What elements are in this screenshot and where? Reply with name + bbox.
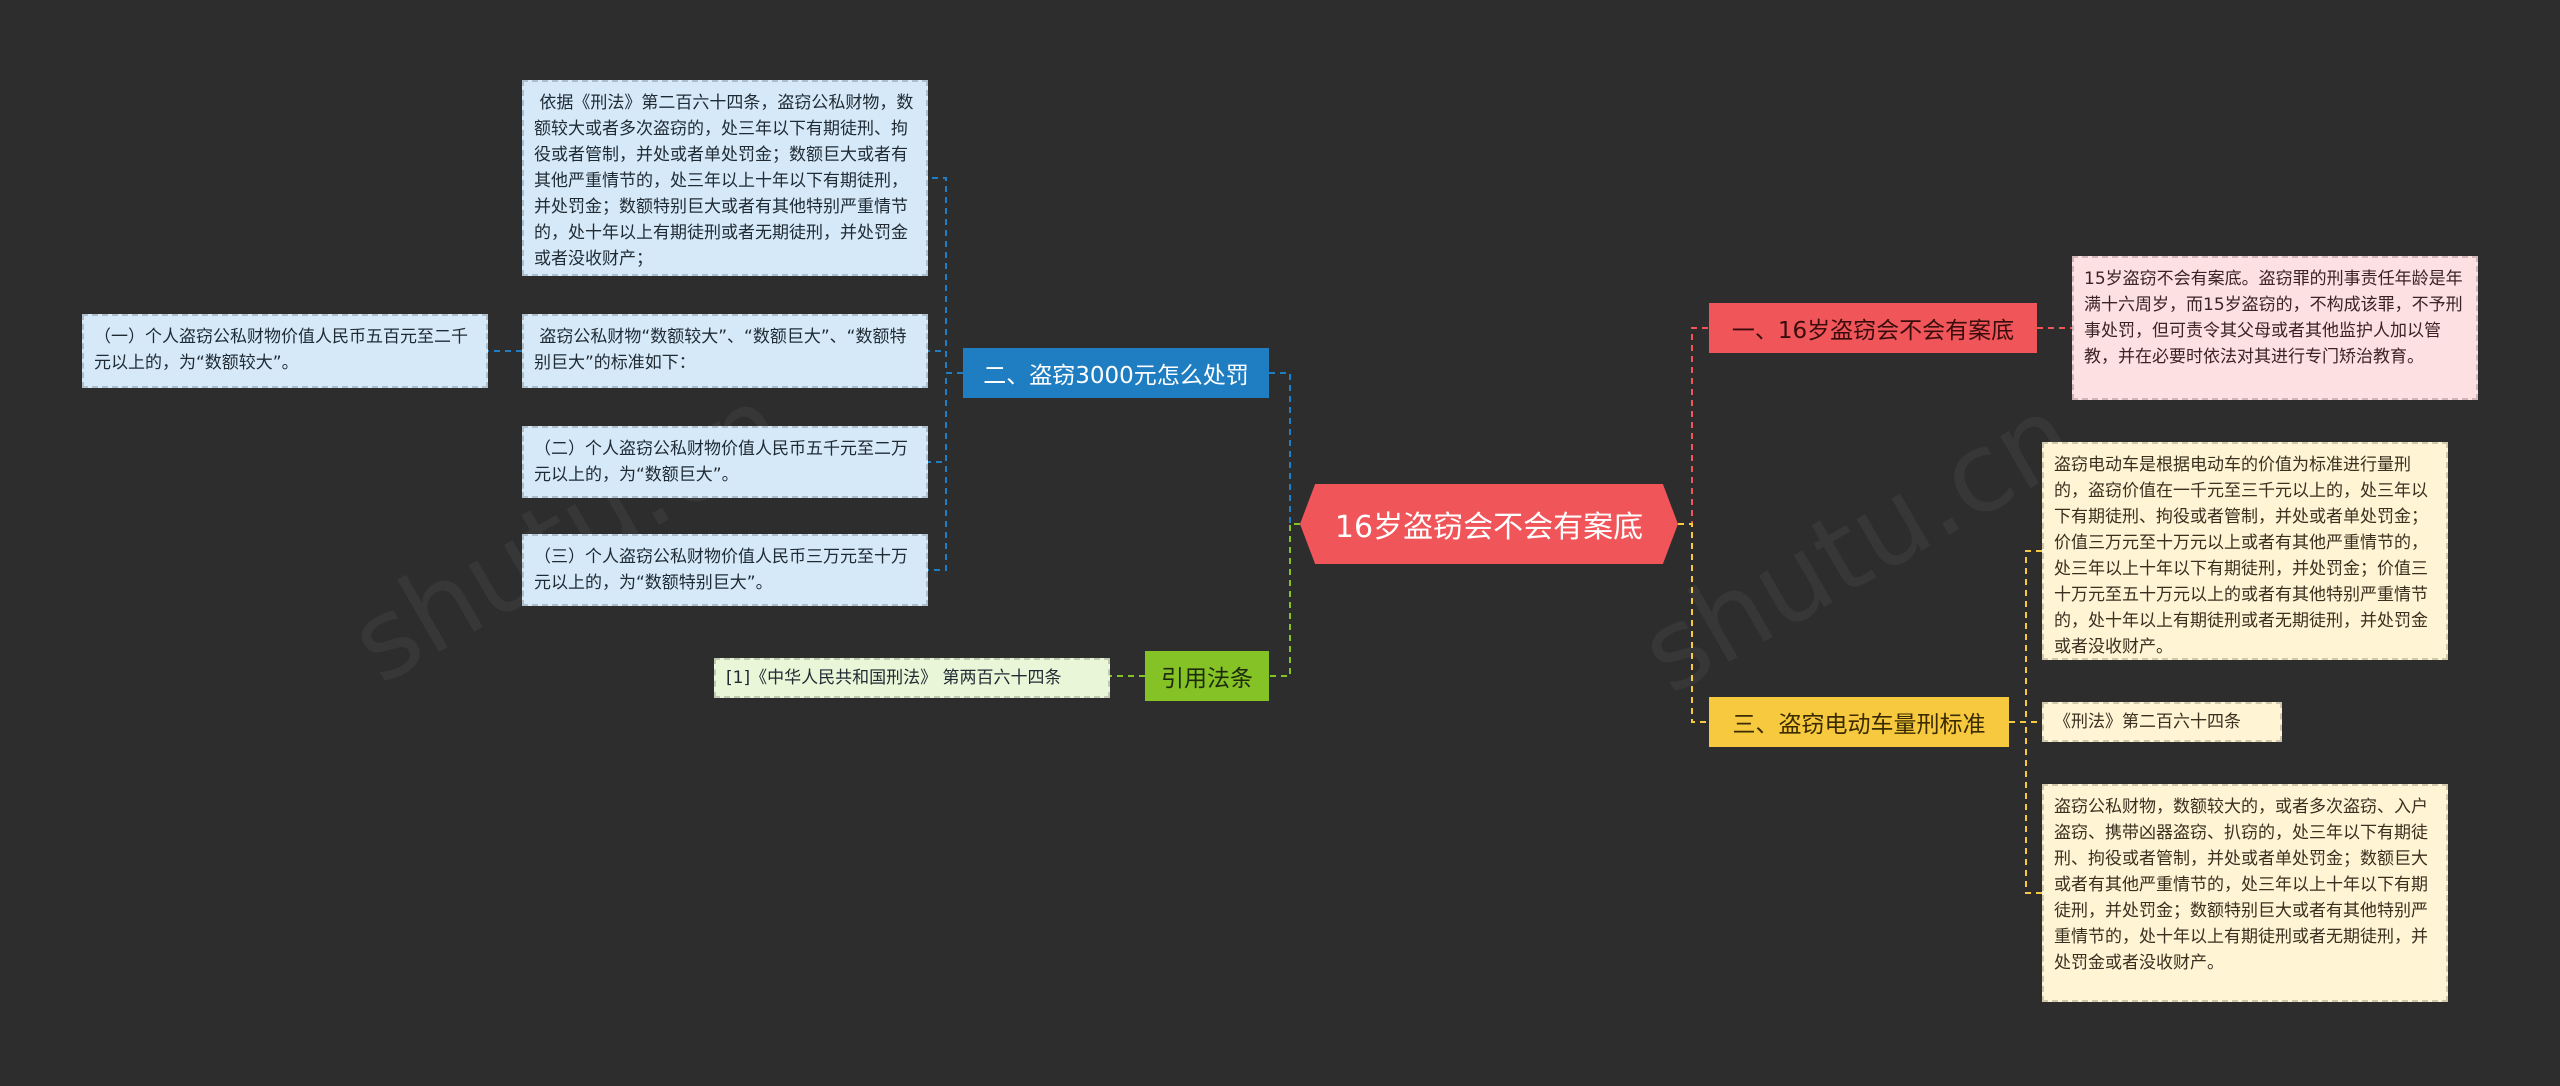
branch-citations-label: 引用法条 xyxy=(1161,666,1253,692)
leaf-ebike-theft-provision[interactable]: 盗窃公私财物，数额较大的，或者多次盗窃、入户盗窃、携带凶器盗窃、扒窃的，处三年以… xyxy=(2042,784,2448,1002)
branch-ebike-sentencing-label: 三、盗窃电动车量刑标准 xyxy=(1732,712,1986,738)
central-topic-label: 16岁盗窃会不会有案底 xyxy=(1334,510,1644,545)
leaf-amount-standards[interactable]: 盗窃公私财物“数额较大”、“数额巨大”、“数额特别巨大”的标准如下： xyxy=(522,314,928,388)
branch-citations[interactable]: 引用法条 xyxy=(1145,651,1269,701)
leaf-amount-large[interactable]: （一）个人盗窃公私财物价值人民币五百元至二千元以上的，为“数额较大”。 xyxy=(82,314,488,388)
leaf-amount-especially-huge[interactable]: （三）个人盗窃公私财物价值人民币三万元至十万元以上的，为“数额特别巨大”。 xyxy=(522,534,928,606)
branch-punishment[interactable]: 二、盗窃3000元怎么处罚 xyxy=(963,348,1269,398)
leaf-amount-huge[interactable]: （二）个人盗窃公私财物价值人民币五千元至二万元以上的，为“数额巨大”。 xyxy=(522,426,928,498)
central-topic[interactable]: 16岁盗窃会不会有案底 xyxy=(1300,484,1678,564)
branch-ebike-sentencing[interactable]: 三、盗窃电动车量刑标准 xyxy=(1709,697,2009,747)
leaf-ebike-law-reference[interactable]: 《刑法》第二百六十四条 xyxy=(2042,702,2282,742)
branch-no-record-label: 一、16岁盗窃会不会有案底 xyxy=(1731,318,2015,344)
leaf-ebike-sentencing-detail[interactable]: 盗窃电动车是根据电动车的价值为标准进行量刑的，盗窃价值在一千元至三千元以上的，处… xyxy=(2042,442,2448,660)
leaf-no-record-explanation[interactable]: 15岁盗窃不会有案底。盗窃罪的刑事责任年龄是年满十六周岁，而15岁盗窃的，不构成… xyxy=(2072,256,2478,400)
branch-no-record[interactable]: 一、16岁盗窃会不会有案底 xyxy=(1709,303,2037,353)
branch-punishment-label: 二、盗窃3000元怎么处罚 xyxy=(983,363,1249,389)
leaf-citation[interactable]: [1]《中华人民共和国刑法》 第两百六十四条 xyxy=(714,658,1110,698)
leaf-criminal-law-article[interactable]: 依据《刑法》第二百六十四条，盗窃公私财物，数额较大或者多次盗窃的，处三年以下有期… xyxy=(522,80,928,276)
